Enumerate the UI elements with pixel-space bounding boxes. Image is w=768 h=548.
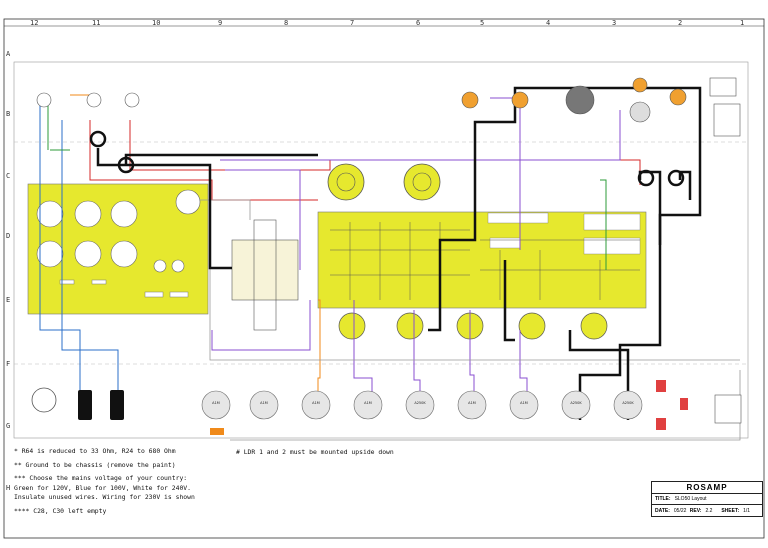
chassis-outline — [13, 61, 749, 439]
note-line: Green for 120V, Blue for 100V, White for… — [14, 483, 191, 492]
col-label: 9 — [218, 19, 223, 27]
row-label: F — [6, 360, 11, 368]
row-label: E — [6, 296, 11, 304]
pot-value: A1M — [212, 401, 220, 405]
filter-caps — [36, 189, 201, 273]
col-label: 8 — [284, 19, 289, 27]
col-label: 5 — [480, 19, 485, 27]
notes-block: * R64 is reduced to 33 Ohm, R24 to 680 O… — [14, 447, 195, 517]
col-label: 1 — [740, 19, 745, 27]
title-key: TITLE: — [655, 496, 671, 502]
front-panel-pots — [201, 390, 643, 420]
output-transformer — [231, 239, 299, 301]
row-label: G — [6, 422, 11, 430]
speaker-jack — [714, 394, 742, 424]
meta-row: DATE: 05/22 REV: 2.2 SHEET: 1/1 — [652, 505, 762, 516]
pot-value: A1M — [364, 401, 372, 405]
col-label: 10 — [152, 19, 161, 27]
sheet-border — [3, 18, 765, 539]
pot-value: A1M — [312, 401, 320, 405]
sheet-key: SHEET: — [721, 507, 740, 514]
title-row: TITLE: SLO50 Layout — [652, 494, 762, 505]
col-label: 7 — [350, 19, 355, 27]
grommets — [89, 130, 685, 187]
top-controls — [36, 77, 741, 137]
row-label: D — [6, 232, 11, 240]
col-label: 12 — [30, 19, 39, 27]
pot-value: A250K — [570, 401, 582, 405]
date-key: DATE: — [655, 507, 670, 514]
power-socket — [31, 387, 57, 413]
rev-key: REV: — [689, 507, 702, 514]
note-line: *** Choose the mains voltage of your cou… — [14, 474, 188, 483]
company-name: ROSAMP — [652, 482, 762, 494]
col-label: 3 — [612, 19, 617, 27]
col-label: 11 — [92, 19, 101, 27]
col-label: 2 — [678, 19, 683, 27]
pot-value: A250K — [414, 401, 426, 405]
rev-value: 2.2 — [705, 507, 713, 514]
row-label: B — [6, 110, 11, 118]
footswitch-jacks — [78, 390, 124, 420]
row-label: A — [6, 50, 11, 58]
note-line: Insulate unused wires. Wiring for 230V i… — [14, 493, 195, 502]
note-line: **** C28, C30 left empty — [14, 506, 107, 515]
wiring — [39, 94, 741, 441]
ldr-note: # LDR 1 and 2 must be mounted upside dow… — [236, 448, 394, 456]
col-label: 6 — [416, 19, 421, 27]
note-line: * R64 is reduced to 33 Ohm, R24 to 680 O… — [14, 447, 176, 455]
pot-value: A1M — [468, 401, 476, 405]
title-block: ROSAMP TITLE: SLO50 Layout DATE: 05/22 R… — [651, 481, 763, 517]
fuse — [680, 398, 688, 410]
col-label: 4 — [546, 19, 551, 27]
pot-value: A1M — [520, 401, 528, 405]
row-label: H — [6, 484, 11, 492]
note-line: ** Ground to be chassis (remove the pain… — [14, 460, 176, 469]
pot-value: A250K — [622, 401, 634, 405]
pot-value: A1M — [260, 401, 268, 405]
drawing-title: SLO50 Layout — [674, 496, 707, 502]
row-label: C — [6, 172, 11, 180]
date-value: 05/22 — [673, 507, 687, 514]
sheet-value: 1/1 — [743, 507, 751, 514]
